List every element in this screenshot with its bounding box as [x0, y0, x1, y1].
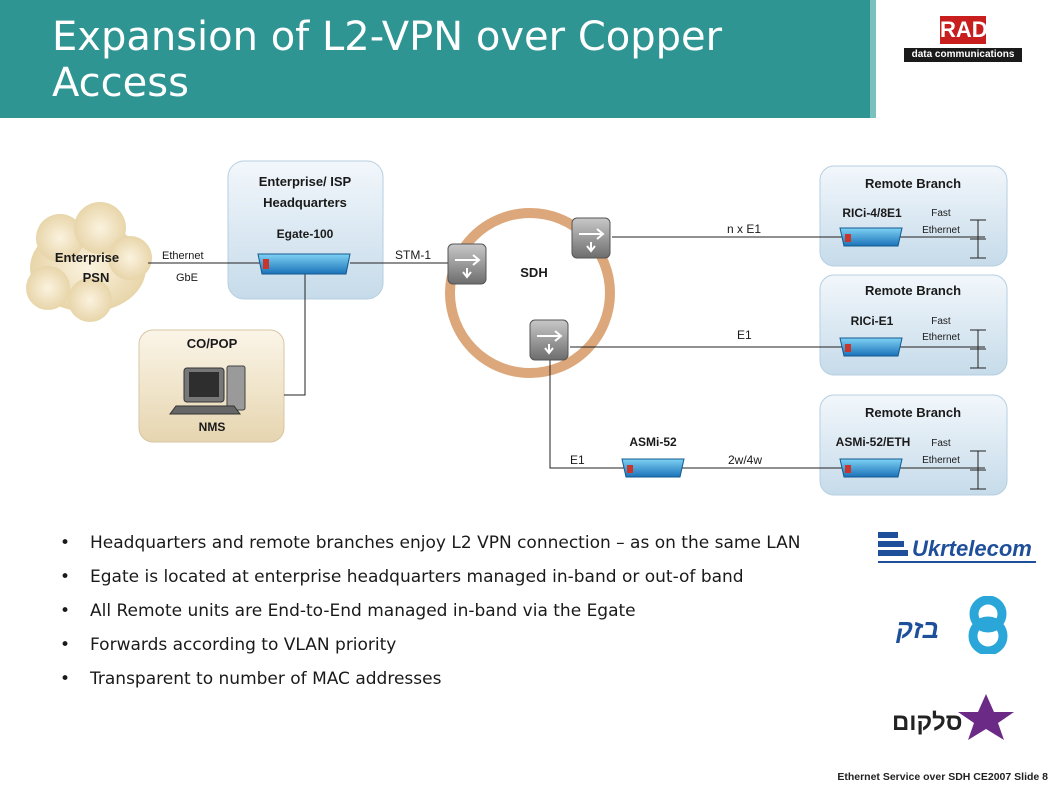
bullet-item: Headquarters and remote branches enjoy L… [60, 530, 820, 556]
rici-e1-device [839, 337, 903, 357]
slide-title: Expansion of L2-VPN over Copper Access [52, 14, 723, 106]
bezeq-text: בזק [895, 614, 939, 644]
branch-1-device: RICi-4/8E1 [842, 206, 902, 220]
links [148, 219, 986, 490]
enterprise-psn-label-2: PSN [83, 270, 110, 285]
nms-label: NMS [199, 420, 226, 434]
enterprise-psn-label-1: Enterprise [55, 250, 119, 265]
egate-label: Egate-100 [277, 227, 334, 241]
2w4w-label: 2w/4w [728, 453, 762, 467]
branch-1-fast: Fast [931, 208, 951, 219]
branch-2-title: Remote Branch [865, 283, 961, 298]
bullet-list: Headquarters and remote branches enjoy L… [60, 530, 820, 700]
sdh-switch-left [447, 243, 487, 285]
gbe-label: GbE [176, 272, 198, 284]
ukrtelecom-text: Ukrtelecom [912, 536, 1032, 561]
bullet-item: Egate is located at enterprise headquart… [60, 564, 820, 590]
bullet-item: Transparent to number of MAC addresses [60, 666, 820, 692]
co-pop-label: CO/POP [187, 336, 238, 351]
sdh-ring [445, 208, 615, 378]
cellcom-logo: סלקום [892, 694, 1014, 740]
sdh-label: SDH [520, 265, 547, 280]
ukrtelecom-logo: Ukrtelecom [878, 532, 1036, 563]
ethernet-label: Ethernet [162, 250, 204, 262]
asmi52-label: ASMi-52 [629, 435, 677, 449]
asmi-52-eth-device [839, 458, 903, 478]
e1-bottom-label: E1 [570, 453, 585, 467]
bullet-item: Forwards according to VLAN priority [60, 632, 820, 658]
sdh-switch-top [571, 217, 611, 259]
title-bar-accent [870, 0, 876, 118]
asmi-52-device [621, 458, 685, 478]
rad-logo: RAD [940, 16, 988, 44]
bullet-item: All Remote units are End-to-End managed … [60, 598, 820, 624]
slide-footer: Ethernet Service over SDH CE2007 Slide 8 [837, 771, 1048, 783]
sdh-switch-bottom [529, 319, 569, 361]
nxe1-label: n x E1 [727, 222, 761, 236]
branch-3-ethernet: Ethernet [922, 455, 960, 466]
egate-100-device [257, 253, 351, 275]
title-bar [0, 0, 870, 118]
branch-1-title: Remote Branch [865, 176, 961, 191]
rici-4-8e1-device [839, 227, 903, 247]
branch-2-device: RICi-E1 [851, 314, 894, 328]
branch-3-title: Remote Branch [865, 405, 961, 420]
stm1-label: STM-1 [395, 248, 431, 262]
bezeq-logo: בזק [895, 596, 1008, 654]
cellcom-text: סלקום [892, 709, 962, 736]
hq-title-line2: Headquarters [263, 195, 347, 210]
branch-2-fast: Fast [931, 316, 951, 327]
enterprise-psn-cloud [26, 202, 152, 322]
rad-tagline: data communications [904, 48, 1022, 62]
nms-computer-icon [169, 365, 246, 415]
branch-3-fast: Fast [931, 438, 951, 449]
branch-1-ethernet: Ethernet [922, 225, 960, 236]
hq-title-line1: Enterprise/ ISP [259, 174, 352, 189]
e1-mid-label: E1 [737, 328, 752, 342]
branch-2-ethernet: Ethernet [922, 332, 960, 343]
branch-3-device: ASMi-52/ETH [836, 435, 911, 449]
